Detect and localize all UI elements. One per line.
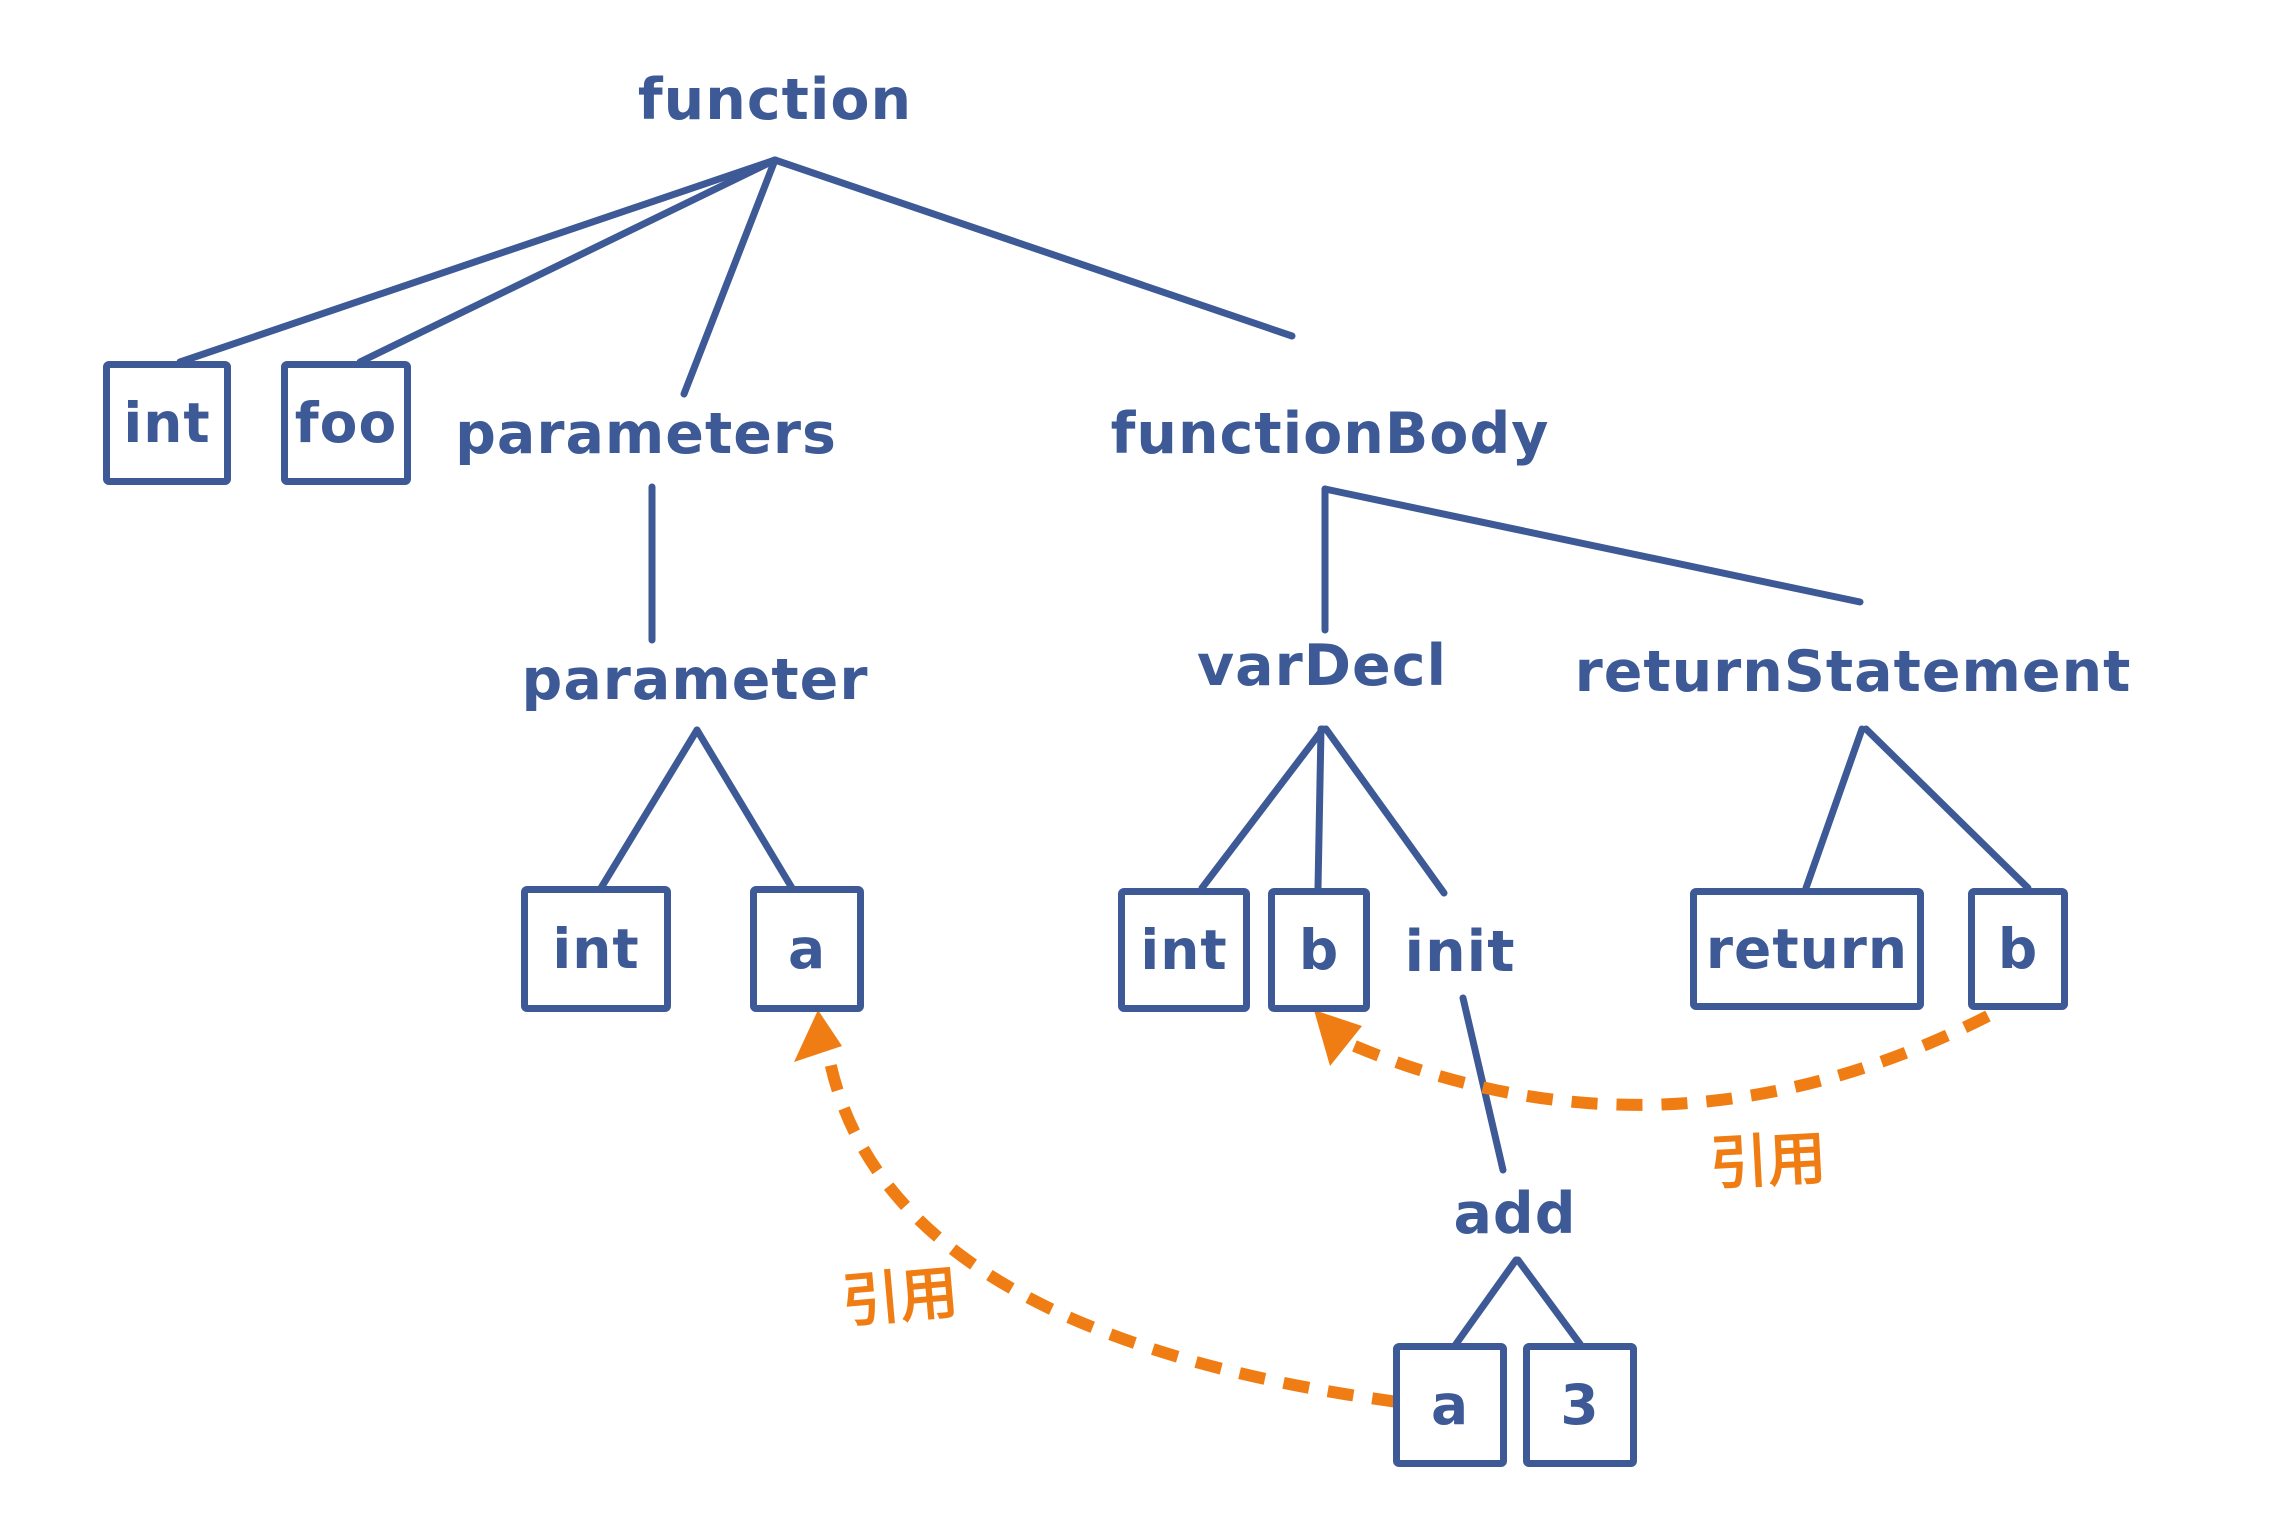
edge-vardecl-init bbox=[1322, 725, 1448, 897]
edge-parameter-int bbox=[597, 726, 701, 892]
node-box-int-function: int bbox=[103, 361, 231, 485]
node-box-label: int bbox=[123, 390, 211, 455]
node-box-label: b bbox=[1298, 917, 1340, 982]
reference-label-left: 引用 bbox=[839, 1258, 961, 1336]
edge-function-int bbox=[176, 156, 779, 366]
edge-functionbody-returnstatement bbox=[1321, 485, 1864, 606]
reference-arrowhead-left-icon bbox=[794, 1010, 842, 1062]
edge-parameter-a bbox=[693, 726, 796, 892]
node-box-label: 3 bbox=[1560, 1372, 1600, 1437]
edge-add-3 bbox=[1514, 1256, 1584, 1348]
node-box-label: b bbox=[1997, 916, 2039, 981]
node-function: function bbox=[637, 67, 913, 133]
reference-arrowhead-right-icon bbox=[1314, 1010, 1362, 1066]
node-box-label: int bbox=[552, 916, 640, 981]
node-box-b-return: b bbox=[1968, 888, 2068, 1010]
node-box-int-vardecl: int bbox=[1118, 888, 1250, 1012]
reference-label-right: 引用 bbox=[1708, 1124, 1828, 1198]
tree-edges bbox=[176, 156, 2032, 1348]
edge-vardecl-b bbox=[1314, 725, 1325, 892]
node-box-label: a bbox=[1430, 1372, 1470, 1437]
edge-vardecl-int bbox=[1198, 725, 1327, 892]
edge-returnstatement-return bbox=[1802, 725, 1866, 892]
node-box-b-vardecl: b bbox=[1268, 888, 1370, 1012]
node-box-int-parameter: int bbox=[521, 886, 671, 1012]
edge-function-parameters bbox=[680, 156, 779, 398]
node-box-label: a bbox=[787, 916, 827, 981]
node-box-a-parameter: a bbox=[750, 886, 864, 1012]
edge-add-a bbox=[1452, 1256, 1520, 1348]
edge-returnstatement-b bbox=[1862, 725, 2032, 892]
node-box-label: foo bbox=[294, 390, 398, 455]
edge-function-foo bbox=[356, 156, 779, 366]
node-parameters: parameters bbox=[455, 401, 837, 467]
node-box-return: return bbox=[1690, 888, 1924, 1010]
edge-function-functionbody bbox=[771, 156, 1296, 340]
node-box-label: return bbox=[1705, 916, 1909, 981]
node-vardecl: varDecl bbox=[1196, 633, 1448, 699]
edge-init-add bbox=[1459, 994, 1507, 1174]
node-box-a-operand: a bbox=[1393, 1343, 1507, 1467]
node-box-3: 3 bbox=[1523, 1343, 1637, 1467]
reference-arrow-left-curve bbox=[822, 1050, 1399, 1408]
node-add: add bbox=[1453, 1181, 1577, 1247]
node-init: init bbox=[1404, 919, 1516, 985]
reference-edges bbox=[794, 1010, 1991, 1408]
node-parameter: parameter bbox=[521, 647, 869, 713]
reference-arrow-right-curve bbox=[1333, 1010, 1991, 1111]
node-returnstatement: returnStatement bbox=[1574, 639, 2132, 705]
node-box-label: int bbox=[1140, 917, 1228, 982]
node-functionbody: functionBody bbox=[1110, 401, 1550, 467]
node-box-foo: foo bbox=[281, 361, 411, 485]
